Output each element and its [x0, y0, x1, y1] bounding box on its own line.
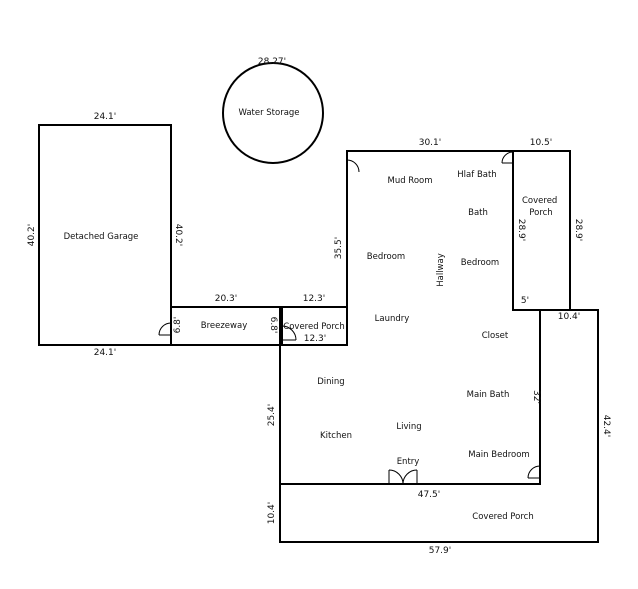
dim-house-left-lower: 25.4': [267, 404, 277, 427]
dim-garage-left: 40.2': [27, 224, 37, 247]
label-main-bedroom: Main Bedroom: [468, 450, 529, 460]
label-laundry: Laundry: [375, 314, 410, 324]
dim-porch-right-right: 28.9': [573, 219, 583, 242]
dim-porch-right-top: 10.5': [530, 138, 553, 148]
label-water-storage: Water Storage: [238, 108, 299, 118]
dim-porch-bottom-bottom: 57.9': [429, 546, 452, 556]
label-bedroom-2: Bedroom: [461, 258, 499, 268]
dim-house-left-upper: 35.5': [334, 237, 344, 260]
dim-house-top: 30.1': [419, 138, 442, 148]
door-half-bath: [501, 151, 514, 164]
dim-breezeway-top: 20.3': [215, 294, 238, 304]
dim-house-bottom: 47.5': [418, 490, 441, 500]
label-bedroom-1: Bedroom: [367, 252, 405, 262]
dim-right-outer: 42.4': [601, 415, 611, 438]
breezeway-outline: [170, 306, 281, 346]
label-breezeway: Breezeway: [201, 321, 247, 331]
door-main-bedroom: [527, 465, 541, 479]
dim-garage-bottom: 24.1': [94, 348, 117, 358]
label-half-bath: Hlaf Bath: [457, 170, 496, 180]
label-detached-garage: Detached Garage: [64, 232, 139, 242]
dim-garage-right: 40.2': [173, 224, 183, 247]
label-main-bath: Main Bath: [467, 390, 510, 400]
dim-right-wing-inner: 32': [531, 390, 541, 404]
dim-porch-small-top: 12.3': [303, 294, 326, 304]
dim-breezeway-right: 6.8': [268, 317, 278, 334]
label-bath: Bath: [468, 208, 488, 218]
label-mud-room: Mud Room: [387, 176, 432, 186]
label-closet: Closet: [482, 331, 509, 341]
dim-porch-bottom-left: 10.4': [267, 502, 277, 525]
door-porch-small: [281, 325, 297, 341]
label-kitchen: Kitchen: [320, 431, 352, 441]
dim-breezeway-left: 6.8': [173, 317, 183, 334]
water-storage-tank: [222, 62, 324, 164]
dim-porch-right-left: 28.9': [516, 219, 526, 242]
label-covered-porch-small: Covered Porch: [283, 322, 344, 332]
label-covered-porch-right: Covered Porch: [522, 196, 560, 218]
door-garage: [158, 322, 172, 336]
dim-water-storage: 28.27': [258, 57, 286, 67]
label-hallway: Hallway: [436, 253, 446, 287]
dim-right-wing-top: 10.4': [558, 312, 581, 322]
right-wing-outline: [279, 309, 599, 543]
label-covered-porch-bottom: Covered Porch: [472, 512, 533, 522]
label-entry: Entry: [397, 457, 420, 467]
label-living: Living: [396, 422, 421, 432]
dim-porch-small-bottom: 12.3': [304, 334, 327, 344]
label-dining: Dining: [317, 377, 344, 387]
dim-garage-top: 24.1': [94, 112, 117, 122]
dim-porch-right-bottom: 5': [521, 296, 529, 306]
door-mud-room: [346, 159, 360, 173]
detached-garage-outline: [38, 124, 172, 346]
door-entry: [388, 469, 418, 485]
